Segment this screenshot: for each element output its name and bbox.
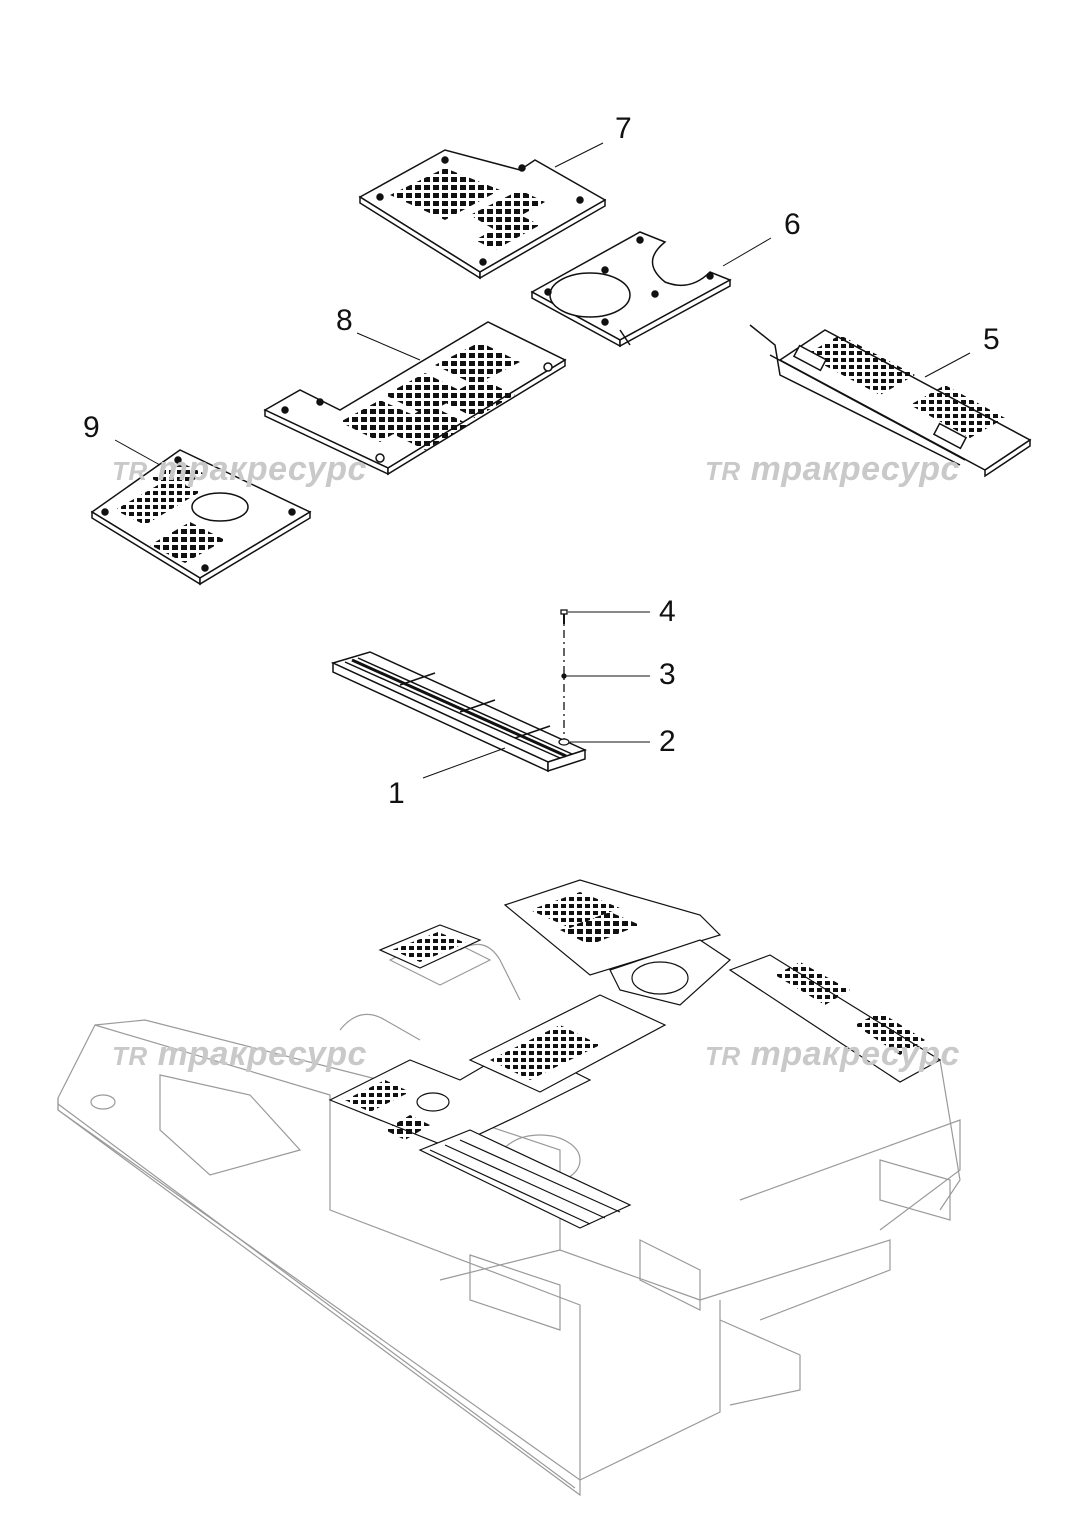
callout-7: 7: [615, 112, 632, 145]
leader-lines: [114, 142, 971, 779]
watermark-logo-icon: TR: [112, 456, 148, 486]
callout-6: 6: [784, 208, 801, 241]
plate-part-9: [90, 449, 312, 586]
plate-part-8: [263, 321, 567, 476]
rail-part-1: [330, 651, 588, 773]
watermark-logo-icon: TR: [705, 456, 741, 486]
watermark: TR тракресурс: [705, 450, 960, 489]
watermark-logo-icon: TR: [112, 1041, 148, 1071]
watermark-text: тракресурс: [157, 450, 367, 488]
watermark: TR тракресурс: [112, 1035, 367, 1074]
watermark-text: тракресурс: [157, 1035, 367, 1073]
watermark-text: тракресурс: [750, 1035, 960, 1073]
callout-9: 9: [83, 411, 100, 444]
plate-part-6: [530, 231, 732, 348]
watermark-text: тракресурс: [750, 450, 960, 488]
plate-part-7: [358, 149, 607, 280]
plate-part-5: [749, 324, 1032, 478]
watermark: TR тракресурс: [112, 450, 367, 489]
callout-8: 8: [336, 304, 353, 337]
callout-5: 5: [983, 323, 1000, 356]
watermark: TR тракресурс: [705, 1035, 960, 1074]
assembled-frame-dark: [328, 879, 942, 1229]
callout-2: 2: [659, 725, 676, 758]
callout-4: 4: [659, 595, 676, 628]
callout-3: 3: [659, 658, 676, 691]
watermark-logo-icon: TR: [705, 1041, 741, 1071]
callout-1: 1: [388, 777, 405, 810]
fastener-stack: [558, 609, 570, 746]
